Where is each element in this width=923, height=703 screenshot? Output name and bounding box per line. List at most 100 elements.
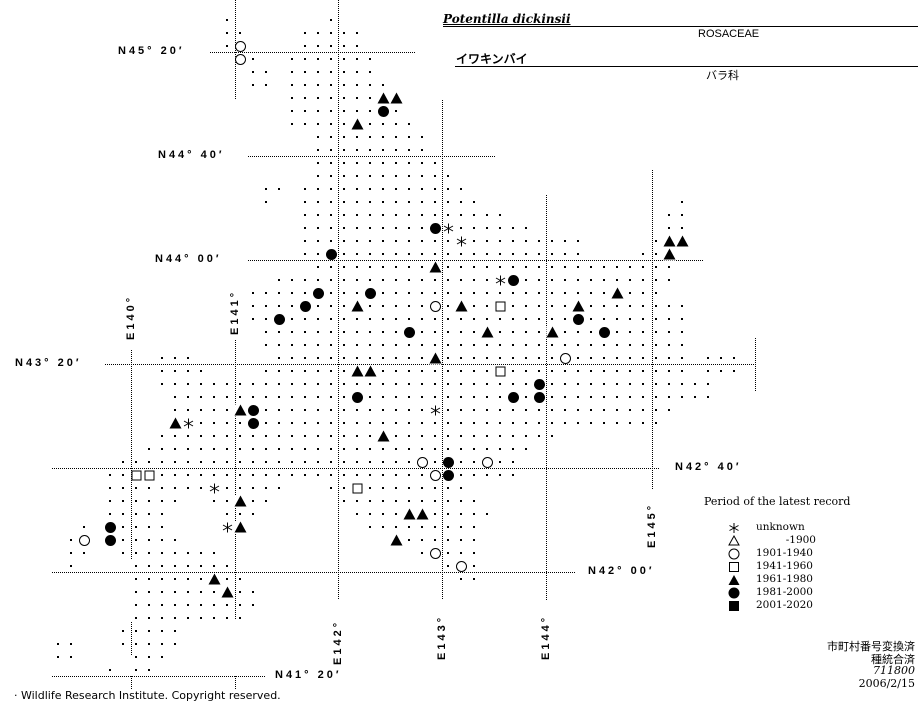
grid-cell-dot <box>291 58 293 60</box>
grid-cell-dot <box>369 149 371 151</box>
lat-label-43-20: N43° 20′ <box>15 357 82 369</box>
grid-cell-dot <box>629 292 631 294</box>
record-markers <box>79 41 689 599</box>
grid-cell-dot <box>252 448 254 450</box>
grid-cell-dot <box>512 305 514 307</box>
grid-cell-dot <box>720 357 722 359</box>
grid-cell-dot <box>460 448 462 450</box>
grid-cell-dot <box>174 578 176 580</box>
lon-label-141: E141° <box>229 289 241 335</box>
grid-cell-dot <box>252 305 254 307</box>
grid-cell-dot <box>616 331 618 333</box>
grid-cell-dot <box>538 292 540 294</box>
grid-cell-dot <box>395 279 397 281</box>
record-filled-triangle-marker <box>364 365 377 378</box>
grid-cell-dot <box>187 435 189 437</box>
grid-cell-dot <box>317 305 319 307</box>
grid-cell-dot <box>200 552 202 554</box>
grid-cell-dot <box>551 344 553 346</box>
grid-cell-dot <box>278 305 280 307</box>
grid-cell-dot <box>642 292 644 294</box>
grid-cell-dot <box>564 318 566 320</box>
grid-cell-dot <box>252 383 254 385</box>
grid-cell-dot <box>577 422 579 424</box>
grid-cell-dot <box>187 578 189 580</box>
grid-cell-dot <box>421 214 423 216</box>
grid-cell-dot <box>603 279 605 281</box>
record-filled-triangle-marker <box>429 261 442 274</box>
grid-cell-dot <box>252 461 254 463</box>
grid-cell-dot <box>408 409 410 411</box>
grid-cell-dot <box>369 71 371 73</box>
grid-cell-dot <box>460 409 462 411</box>
grid-cell-dot <box>226 45 228 47</box>
grid-cell-dot <box>187 487 189 489</box>
grid-cell-dot <box>512 240 514 242</box>
grid-cell-dot <box>590 370 592 372</box>
grid-cell-dot <box>330 279 332 281</box>
grid-cell-dot <box>395 383 397 385</box>
grid-cell-dot <box>421 175 423 177</box>
grid-cell-dot <box>603 292 605 294</box>
grid-cell-dot <box>200 565 202 567</box>
grid-cell-dot <box>382 305 384 307</box>
grid-cell-dot <box>83 552 85 554</box>
grid-cell-dot <box>330 214 332 216</box>
grid-cell-dot <box>642 383 644 385</box>
grid-cell-dot <box>642 396 644 398</box>
grid-cell-dot <box>642 318 644 320</box>
grid-cell-dot <box>512 422 514 424</box>
grid-cell-dot <box>356 344 358 346</box>
grid-cell-dot <box>694 383 696 385</box>
grid-cell-dot <box>161 357 163 359</box>
grid-cell-dot <box>343 279 345 281</box>
grid-cell-dot <box>122 487 124 489</box>
grid-cell-dot <box>525 292 527 294</box>
grid-cell-dot <box>395 253 397 255</box>
grid-cell-dot <box>369 162 371 164</box>
grid-cell-dot <box>447 357 449 359</box>
grid-cell-dot <box>629 357 631 359</box>
record-open-square-marker <box>495 301 506 312</box>
grid-cell-dot <box>330 123 332 125</box>
grid-cell-dot <box>161 474 163 476</box>
grid-cell-dot <box>330 357 332 359</box>
grid-cell-dot <box>447 240 449 242</box>
grid-cell-dot <box>304 357 306 359</box>
grid-cell-dot <box>551 253 553 255</box>
grid-cell-dot <box>551 396 553 398</box>
grid-cell-dot <box>668 331 670 333</box>
grid-cell-dot <box>512 331 514 333</box>
grid-cell-dot <box>434 240 436 242</box>
grid-cell-dot <box>512 409 514 411</box>
grid-cell-dot <box>408 474 410 476</box>
grid-cell-dot <box>447 513 449 515</box>
grid-cell-dot <box>460 513 462 515</box>
grid-cell-dot <box>317 422 319 424</box>
record-filled-circle-marker <box>534 392 545 403</box>
grid-cell-dot <box>161 448 163 450</box>
grid-cell-dot <box>629 331 631 333</box>
grid-cell-dot <box>369 344 371 346</box>
grid-cell-dot <box>382 240 384 242</box>
grid-cell-dot <box>408 149 410 151</box>
grid-cell-dot <box>421 487 423 489</box>
stamp-date: 2006/2/15 <box>858 677 915 690</box>
grid-cell-dot <box>330 201 332 203</box>
grid-cell-dot <box>239 422 241 424</box>
grid-cell-dot <box>538 435 540 437</box>
grid-cell-dot <box>265 84 267 86</box>
grid-cell-dot <box>395 318 397 320</box>
grid-cell-dot <box>343 409 345 411</box>
grid-cell-dot <box>395 266 397 268</box>
grid-cell-dot <box>512 227 514 229</box>
grid-cell-dot <box>161 539 163 541</box>
grid-cell-dot <box>109 500 111 502</box>
grid-cell-dot <box>447 526 449 528</box>
grid-cell-dot <box>343 396 345 398</box>
grid-cell-dot <box>382 162 384 164</box>
grid-cell-dot <box>382 188 384 190</box>
record-asterisk-marker <box>495 275 506 286</box>
grid-cell-dot <box>382 396 384 398</box>
grid-cell-dot <box>434 435 436 437</box>
